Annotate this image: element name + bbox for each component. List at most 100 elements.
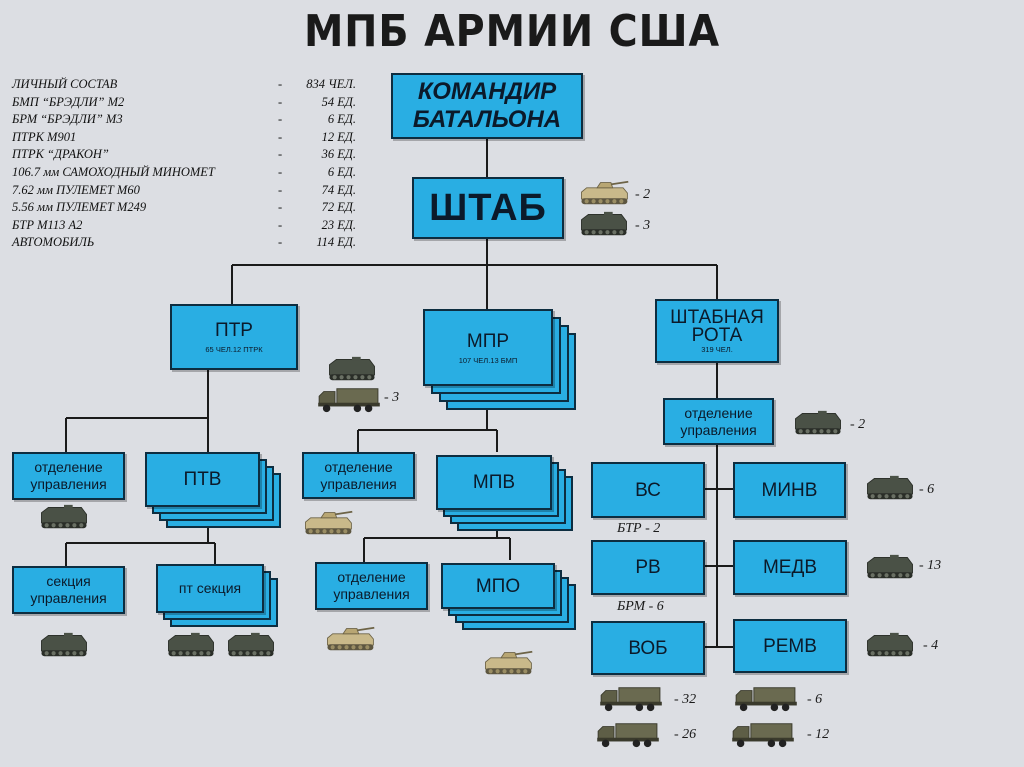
btr-note: БТР - 2 (617, 521, 661, 536)
stat-name: 7.62 мм ПУЛЕМЕТ М60 (12, 182, 140, 197)
mpv-control-bradley-icon (322, 626, 378, 657)
hq-company-label-line1: ШТАБНАЯ (670, 306, 764, 328)
stat-row: БРМ “БРЭДЛИ” М3 - 6 ЕД. (12, 111, 362, 129)
remv-vehicle-count: - 4 (923, 638, 939, 653)
mpv-control-box: отделение управления (315, 562, 428, 610)
truck-icon (730, 720, 796, 753)
stat-row: 5.56 мм ПУЛЕМЕТ М249-72 ЕД. (12, 199, 362, 217)
at-section-apc-icon (163, 632, 219, 663)
ptv-box: ПТВ (145, 452, 260, 507)
diagram-title: МПБ АРМИИ США (304, 6, 720, 57)
hq-company-subtitle: 319 ЧЕЛ. (701, 344, 733, 354)
medv-apc-icon (862, 554, 918, 585)
truck-icon (595, 720, 661, 753)
stat-row: АВТОМОБИЛЬ-114 ЕД. (12, 234, 362, 252)
stat-dash: - (278, 94, 283, 109)
mpo-bradley-icon (480, 650, 536, 681)
mpv-box: МПВ (436, 455, 552, 510)
stat-value: 36 ЕД. (321, 147, 356, 162)
stat-dash: - (278, 77, 283, 91)
rv-box: РВ (591, 540, 705, 595)
mpr-control-box: отделение управления (302, 452, 415, 499)
hq-tank-count: - 2 (635, 187, 651, 202)
stat-value: 6 ЕД. (327, 112, 356, 127)
ptr-subtitle: 65 ЧЕЛ.12 ПТРК (205, 345, 263, 354)
ptr-label: ПТР (215, 320, 253, 341)
stat-value: 6 ЕД. (327, 164, 356, 179)
section-control-label: секция управления (30, 573, 107, 606)
truck-count-d: - 12 (807, 727, 830, 742)
stat-name: 5.56 мм ПУЛЕМЕТ М249 (12, 200, 147, 215)
hqc-control-box: отделение управления (663, 398, 774, 445)
brm-note: БРМ - 6 (617, 599, 664, 614)
mpv-control-label: отделение управления (333, 569, 410, 602)
stat-row: 106.7 мм САМОХОДНЫЙ МИНОМЕТ - 6 ЕД. (12, 164, 362, 182)
mpr-control-bradley-icon (300, 510, 356, 541)
minv-apc-count: - 6 (919, 482, 935, 497)
stat-name: 106.7 мм САМОХОДНЫЙ МИНОМЕТ (12, 164, 215, 179)
stat-value: 23 ЕД. (321, 217, 356, 232)
ptr-control-label: отделение управления (30, 459, 107, 492)
rv-label: РВ (635, 557, 661, 578)
stat-name: ПТРК М901 (12, 129, 77, 144)
minv-apc-icon (862, 475, 918, 506)
mpr-control-label: отделение управления (320, 458, 397, 492)
commander-label-line1: КОМАНДИР (417, 78, 557, 105)
battalion-stats: ЛИЧНЫЙ СОСТАВ-834 ЧЕЛ.БМП “БРЭДЛИ” М2-54… (12, 76, 362, 252)
truck-icon (733, 684, 799, 717)
stat-value: 12 ЕД. (321, 129, 356, 144)
hq-company-label-line2: РОТА (691, 324, 743, 346)
vs-box: ВС (591, 462, 705, 518)
ptr-truck-icon (316, 385, 382, 418)
stat-dash: - (278, 235, 283, 250)
remv-box: РЕМВ (733, 619, 847, 673)
stat-row: ПТРК М901-12 ЕД. (12, 129, 362, 147)
stat-value: 72 ЕД. (321, 200, 356, 215)
vs-label: ВС (635, 479, 661, 501)
stat-value: 74 ЕД. (321, 182, 356, 197)
hq-box: ШТАБ (412, 177, 564, 239)
mpr-label: МПР (466, 330, 510, 352)
at-section-apc-icon (223, 632, 279, 663)
remv-vehicle-icon (860, 632, 920, 663)
stat-dash: - (278, 164, 283, 179)
truck-icon (598, 684, 664, 717)
hqc-control-label: отделение управления (680, 404, 757, 438)
stat-name: БМП “БРЭДЛИ” М2 (12, 94, 125, 109)
mpo-box: МПО (441, 563, 555, 609)
commander-label-line2: БАТАЛЬОНА (412, 106, 562, 133)
stat-dash: - (278, 112, 283, 127)
section-control-box: секция управления (12, 566, 125, 614)
mpr-subtitle: 107 ЧЕЛ.13 БМП (458, 355, 518, 365)
section-control-apc-icon (36, 632, 92, 663)
stat-row: ЛИЧНЫЙ СОСТАВ - 834 ЧЕЛ. (12, 76, 362, 94)
medv-label: МЕДВ (762, 557, 818, 578)
stat-dash: - (278, 217, 283, 232)
stat-row: БМП “БРЭДЛИ” М2-54 ЕД. (12, 94, 362, 112)
ptr-box: ПТР 65 ЧЕЛ.12 ПТРК (170, 304, 298, 370)
stat-dash: - (278, 182, 283, 197)
ptv-label: ПТВ (183, 469, 222, 490)
mpv-label: МПВ (472, 472, 516, 493)
medv-apc-count: - 13 (919, 558, 942, 573)
ptr-vehicle-count: - 3 (384, 390, 400, 405)
stat-value: 114 ЕД. (316, 235, 356, 250)
truck-count-c: - 6 (807, 692, 823, 707)
stat-value: 834 ЧЕЛ. (306, 77, 356, 91)
ptr-apc-icon (324, 356, 380, 387)
stat-name: БРМ “БРЭДЛИ” М3 (12, 112, 123, 127)
hq-apc-count: - 3 (635, 218, 651, 233)
hq-bradley-icon (576, 180, 632, 211)
stat-name: ЛИЧНЫЙ СОСТАВ (12, 77, 118, 91)
ptr-control-apc-icon (36, 504, 92, 535)
stat-row: БТР М113 А2 - 23 ЕД. (12, 217, 362, 235)
at-section-label: пт секция (178, 580, 242, 596)
stat-name: БТР М113 А2 (12, 217, 83, 232)
truck-count-b: - 26 (674, 727, 697, 742)
remv-label: РЕМВ (763, 635, 817, 657)
hq-label: ШТАБ (429, 186, 547, 229)
mpo-label: МПО (475, 575, 521, 597)
truck-count-a: - 32 (674, 692, 697, 707)
hqc-control-apc-icon (790, 410, 846, 441)
